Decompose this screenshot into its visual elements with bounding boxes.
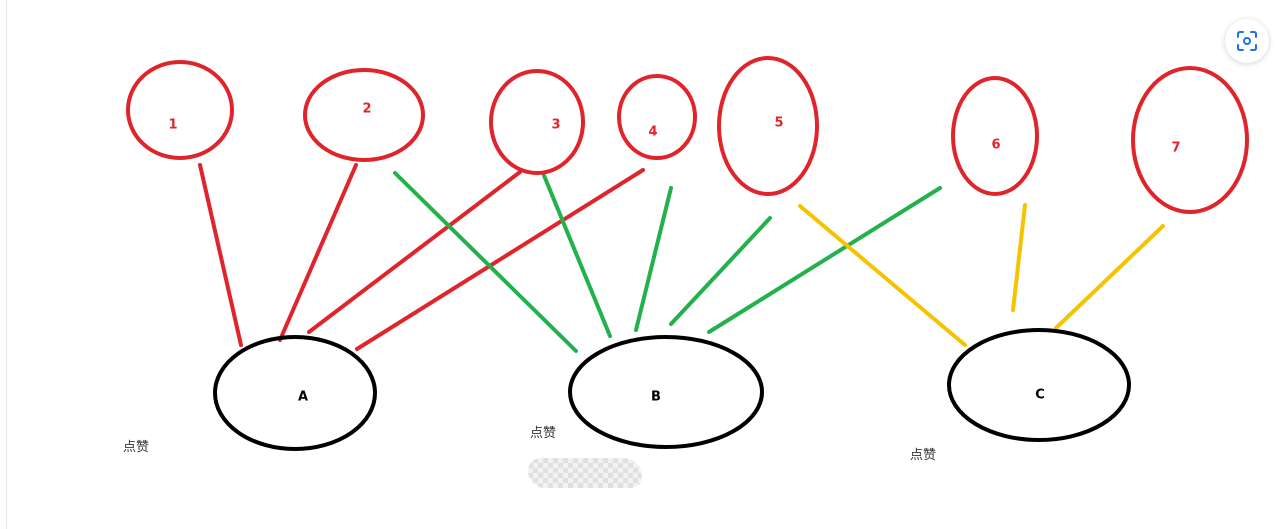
node-4-label: 4	[648, 125, 657, 140]
node-5-label: 5	[774, 116, 783, 131]
node-4-ellipse	[617, 74, 697, 160]
edge-5-to-b	[669, 216, 772, 326]
node-7-label: 7	[1171, 141, 1180, 156]
node-1-ellipse	[126, 60, 234, 160]
node-b-label: B	[651, 390, 661, 405]
bottom-nodes-group: A B C	[213, 328, 1131, 451]
node-6-ellipse	[951, 76, 1039, 196]
node-7-ellipse	[1131, 66, 1249, 214]
edge-4-to-a	[355, 168, 645, 351]
left-border	[6, 0, 7, 529]
node-b-ellipse	[568, 335, 764, 449]
node-c-label: C	[1035, 388, 1045, 403]
edge-3-to-b	[541, 171, 612, 338]
node-3-label: 3	[551, 118, 560, 133]
node-1-label: 1	[168, 118, 177, 133]
node-5-ellipse	[717, 56, 819, 196]
edge-7-to-c	[1054, 224, 1165, 330]
edge-6-to-b	[707, 186, 942, 334]
blurred-watermark	[528, 458, 642, 488]
node-c-caption: 点赞	[910, 448, 937, 463]
edge-4-to-b	[634, 186, 673, 332]
lens-search-icon	[1237, 31, 1257, 51]
node-b-caption: 点赞	[530, 426, 557, 441]
edge-2-to-a	[278, 163, 358, 342]
edge-1-to-a	[198, 163, 243, 347]
edge-3-to-a	[307, 170, 522, 334]
node-2-ellipse	[303, 68, 425, 162]
node-c-ellipse	[947, 328, 1131, 442]
node-6-label: 6	[991, 138, 1000, 153]
edge-5-to-c	[798, 204, 967, 347]
node-2-label: 2	[362, 102, 371, 117]
top-nodes-group: 1 2 3 4 5 6 7	[126, 56, 1249, 214]
edge-2-to-b	[393, 171, 578, 353]
lens-search-button[interactable]	[1225, 19, 1269, 63]
edges-group	[198, 163, 1165, 353]
node-3-ellipse	[489, 69, 585, 175]
node-a-ellipse	[213, 335, 377, 451]
node-a-label: A	[298, 390, 308, 405]
edge-6-to-c	[1011, 203, 1027, 312]
node-a-caption: 点赞	[123, 440, 150, 455]
